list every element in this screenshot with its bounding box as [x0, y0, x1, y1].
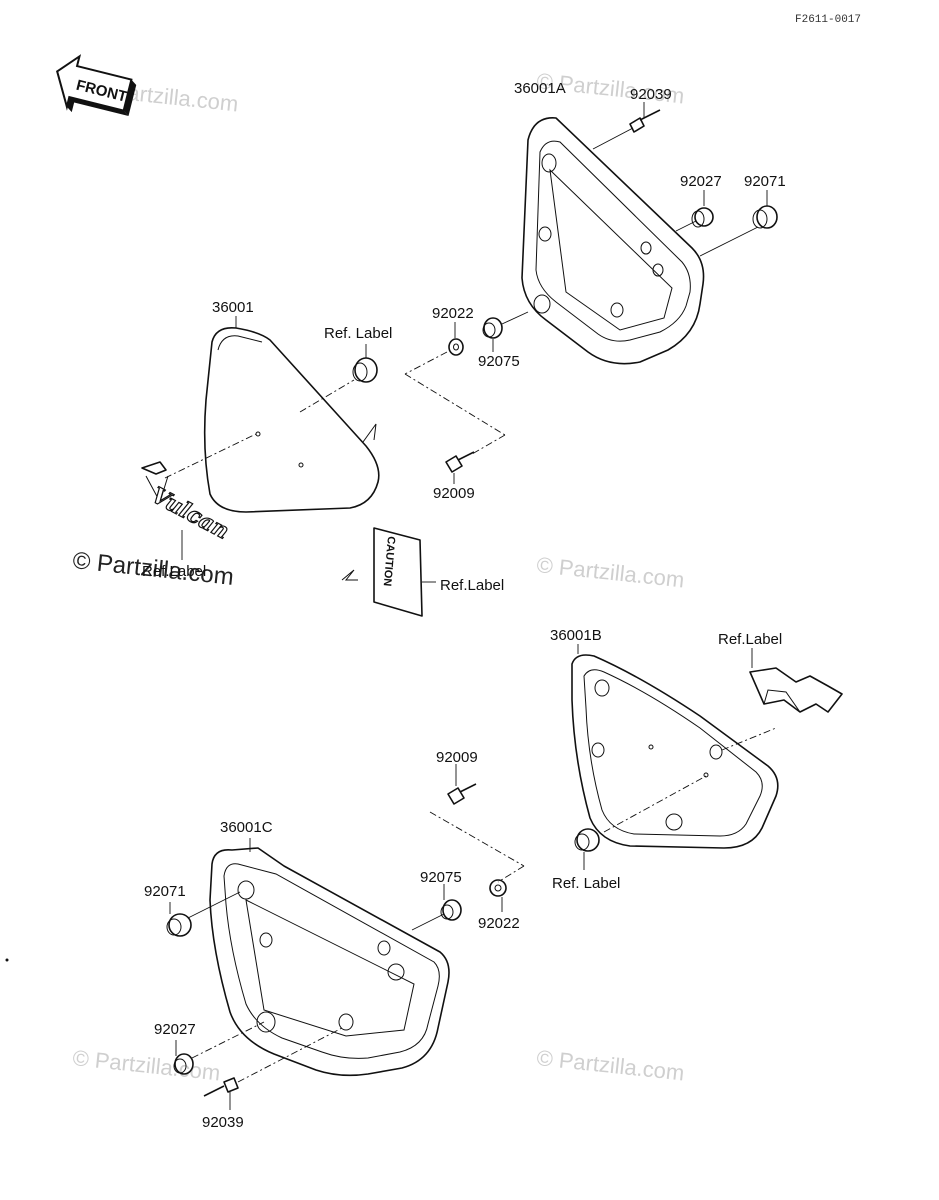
label-36001: 36001 [212, 299, 254, 316]
watermark: © Partzilla.com [71, 1045, 221, 1085]
label-92009-top: 92009 [433, 485, 475, 502]
label-92071-bottom: 92071 [144, 883, 186, 900]
vulcan-emblem: Vulcan [141, 461, 234, 545]
label-92071-top: 92071 [744, 173, 786, 190]
part-36001A-frame-cover [521, 117, 705, 365]
centerline [603, 775, 707, 833]
part-92039-bolt-top [629, 109, 661, 133]
part-92027-collar-top [691, 207, 714, 228]
centerline [404, 373, 506, 436]
leader-line [187, 891, 241, 919]
leader-line [675, 220, 697, 232]
ref-label-grommet-top [352, 357, 378, 383]
part-36001B-side-cover [571, 654, 779, 849]
part-92009-bolt-top [445, 451, 475, 473]
part-36001-side-cover [203, 326, 380, 513]
label-ref-label-caution: Ref.Label [440, 577, 504, 594]
caution-label: CAUTION [373, 527, 423, 617]
label-ref-label-top: Ref. Label [324, 325, 392, 342]
leader-line [411, 913, 445, 931]
part-labels: 92039 36001A 92027 92071 36001 Ref. Labe… [142, 80, 786, 1131]
label-ref-label-b-top: Ref.Label [718, 631, 782, 648]
scan-artifact [5, 958, 9, 962]
label-92027-top: 92027 [680, 173, 722, 190]
label-92027-bottom: 92027 [154, 1021, 196, 1038]
label-92075-top: 92075 [478, 353, 520, 370]
centerline [721, 727, 777, 751]
label-36001B: 36001B [550, 627, 602, 644]
part-92071-grommet-bottom [166, 913, 192, 937]
part-92009-bolt-bottom [447, 783, 477, 805]
centerline [497, 865, 525, 883]
leader-line [501, 311, 529, 325]
front-arrow-icon: FRONT [56, 54, 137, 116]
ref-label-grommet-bottom [574, 828, 600, 852]
label-36001C: 36001C [220, 819, 273, 836]
part-36001C-frame-cover [209, 847, 450, 1077]
centerline [404, 351, 448, 375]
part-92075-grommet-top [482, 317, 503, 339]
caution-text: CAUTION [381, 536, 397, 587]
centerline [237, 1027, 343, 1083]
part-92022-washer-top [448, 338, 464, 356]
part-92039-bolt-bottom [203, 1077, 239, 1097]
centerline [191, 1021, 265, 1059]
ref-label-bracket [749, 667, 843, 713]
centerline [429, 811, 525, 867]
part-92022-washer-bottom [489, 879, 507, 897]
part-92027-collar-bottom [173, 1053, 194, 1075]
leader-line [592, 127, 634, 150]
centerline [341, 569, 358, 581]
centerline [164, 433, 257, 479]
label-ref-label-b-grommet: Ref. Label [552, 875, 620, 892]
leader-line [699, 226, 759, 257]
label-36001A: 36001A [514, 80, 566, 97]
label-ref-label-emblem: Ref.Label [142, 563, 206, 580]
centerline [471, 434, 506, 455]
watermark: © Partzilla.com [535, 552, 685, 592]
emblem-text: Vulcan [147, 482, 233, 544]
part-92071-grommet-top [752, 205, 778, 229]
label-92039-top: 92039 [630, 86, 672, 103]
part-92075-grommet-bottom [440, 899, 462, 921]
label-92075-bottom: 92075 [420, 869, 462, 886]
centerline [299, 379, 355, 413]
watermark: © Partzilla.com [535, 1045, 685, 1085]
label-92022-top: 92022 [432, 305, 474, 322]
label-92009-bottom: 92009 [436, 749, 478, 766]
centerline [362, 423, 377, 443]
diagram-code: F2611-0017 [795, 14, 861, 26]
label-92022-bottom: 92022 [478, 915, 520, 932]
label-92039-bottom: 92039 [202, 1114, 244, 1131]
